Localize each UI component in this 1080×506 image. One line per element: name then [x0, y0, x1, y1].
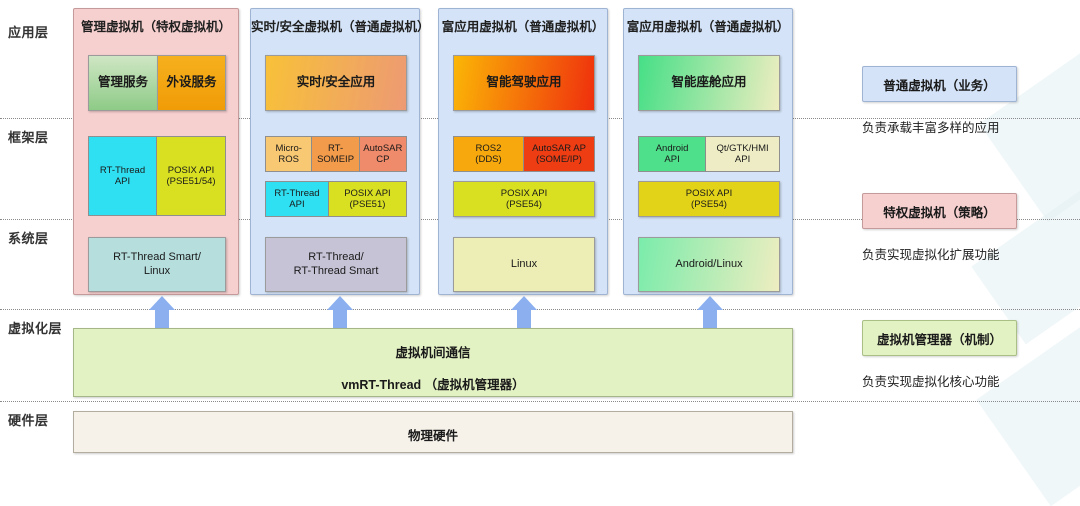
block-realtime-safety-app[interactable]: 实时/安全应用 [265, 55, 407, 111]
legend-box-normal-vm[interactable]: 普通虚拟机（业务） [862, 66, 1017, 102]
layer-label-system: 系统层 [8, 231, 49, 246]
block-posix-api[interactable]: POSIX API (PSE54) [453, 181, 595, 217]
legend-box-hypervisor[interactable]: 虚拟机管理器（机制） [862, 320, 1017, 356]
block-peripheral-service[interactable]: 外设服务 [157, 55, 226, 111]
block-android-api[interactable]: Android API [638, 136, 707, 172]
block-posix-api[interactable]: POSIX API (PSE54) [638, 181, 780, 217]
block-management-service[interactable]: 管理服务 [88, 55, 157, 111]
block-micro-ros[interactable]: Micro- ROS [265, 136, 313, 172]
hardware-label: 物理硬件 [407, 429, 458, 443]
hypervisor-label: vmRT-Thread （虚拟机管理器） [341, 378, 525, 392]
block-autosar-ap-someip[interactable]: AutoSAR AP (SOME/IP) [524, 136, 595, 172]
layer-label-application: 应用层 [8, 25, 49, 40]
block-system-os[interactable]: RT-Thread Smart/ Linux [88, 237, 226, 292]
arrow-up-icon [327, 296, 353, 310]
arrow-up-icon [697, 296, 723, 310]
diagram-root: 应用层 框架层 系统层 虚拟化层 硬件层 管理虚拟机（特权虚拟机） 管理服务 外… [0, 8, 1080, 506]
block-posix-api[interactable]: POSIX API (PSE51) [328, 181, 407, 217]
block-rt-thread-api[interactable]: RT-Thread API [265, 181, 329, 217]
block-rt-someip[interactable]: RT- SOMEIP [312, 136, 360, 172]
block-ros2-dds[interactable]: ROS2 (DDS) [453, 136, 524, 172]
legend-note-hypervisor: 负责实现虚拟化核心功能 [862, 375, 1000, 389]
legend-note-privileged-vm: 负责实现虚拟化扩展功能 [862, 248, 1000, 262]
layer-label-hardware: 硬件层 [8, 413, 49, 428]
layer-label-framework: 框架层 [8, 130, 49, 145]
block-posix-api[interactable]: POSIX API (PSE51/54) [157, 136, 226, 216]
virtualization-bar[interactable]: 虚拟机间通信 vmRT-Thread （虚拟机管理器） [73, 328, 793, 397]
layer-separator-virtualization [0, 309, 1080, 310]
vm-column-realtime-safety[interactable]: 实时/安全虚拟机（普通虚拟机） 实时/安全应用 Micro- ROS RT- S… [250, 8, 430, 295]
vm-title: 富应用虚拟机（普通虚拟机） [441, 20, 605, 34]
vm-column-management[interactable]: 管理虚拟机（特权虚拟机） 管理服务 外设服务 RT-Thread API POS… [73, 8, 239, 295]
block-system-os[interactable]: Android/Linux [638, 237, 780, 292]
legend-box-privileged-vm[interactable]: 特权虚拟机（策略） [862, 193, 1017, 229]
legend-note-normal-vm: 负责承载丰富多样的应用 [862, 121, 1000, 135]
block-smart-driving-app[interactable]: 智能驾驶应用 [453, 55, 595, 111]
block-smart-cockpit-app[interactable]: 智能座舱应用 [638, 55, 780, 111]
arrow-up-icon [149, 296, 175, 310]
layer-label-virtualization: 虚拟化层 [8, 321, 63, 336]
vm-column-rich-app-cockpit[interactable]: 富应用虚拟机（普通虚拟机） 智能座舱应用 Android API Qt/GTK/… [623, 8, 793, 295]
vm-title: 实时/安全虚拟机（普通虚拟机） [251, 20, 430, 34]
layer-separator-hardware [0, 401, 1080, 402]
block-qt-gtk-hmi-api[interactable]: Qt/GTK/HMI API [706, 136, 780, 172]
block-rt-thread-api[interactable]: RT-Thread API [88, 136, 157, 216]
vm-column-rich-app-driving[interactable]: 富应用虚拟机（普通虚拟机） 智能驾驶应用 ROS2 (DDS) AutoSAR … [438, 8, 608, 295]
block-autosar-cp[interactable]: AutoSAR CP [359, 136, 407, 172]
arrow-up-icon [511, 296, 537, 310]
vm-title: 管理虚拟机（特权虚拟机） [80, 20, 231, 34]
vm-title: 富应用虚拟机（普通虚拟机） [626, 20, 790, 34]
block-system-os[interactable]: Linux [453, 237, 595, 292]
block-system-os[interactable]: RT-Thread/ RT-Thread Smart [265, 237, 407, 292]
ipc-label: 虚拟机间通信 [395, 346, 471, 360]
hardware-bar[interactable]: 物理硬件 [73, 411, 793, 453]
